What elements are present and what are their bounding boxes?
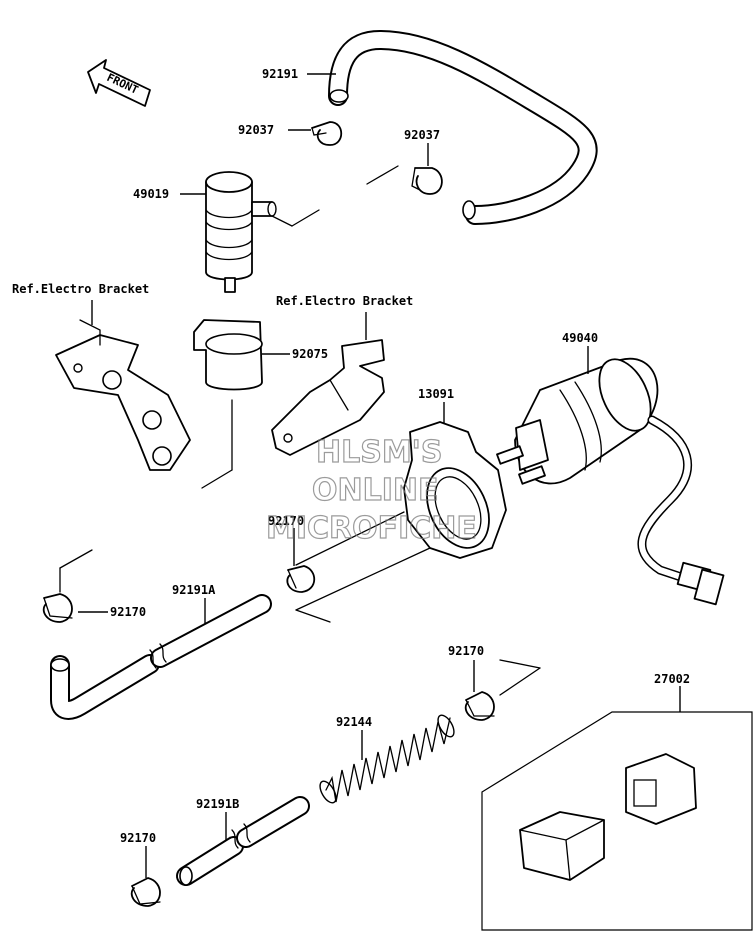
label-92170-right: 92170 — [448, 644, 484, 658]
label-92191B: 92191B — [196, 797, 239, 811]
label-92075: 92075 — [292, 347, 328, 361]
watermark-line-2: ONLINE — [312, 473, 439, 508]
fuel-pump-49040 — [496, 357, 725, 606]
front-arrow-icon: FRONT — [87, 59, 151, 107]
fuel-hose-92191A — [50, 594, 272, 720]
rubber-sleeve-92075 — [193, 319, 263, 391]
watermark-line-3: MICROFICHE — [266, 511, 477, 546]
label-92037-right: 92037 — [404, 128, 440, 142]
electro-bracket-center — [271, 339, 385, 456]
spring-92144 — [319, 714, 455, 804]
clamp-92170-left — [42, 593, 73, 623]
connector-kit-27002 — [481, 711, 753, 931]
label-ref-bracket-left: Ref.Electro Bracket — [12, 282, 149, 296]
electro-bracket-left — [55, 319, 191, 471]
label-92191A: 92191A — [172, 583, 216, 597]
fuel-hose-92191 — [328, 29, 598, 225]
fuel-filter-49019 — [205, 171, 277, 293]
label-49019: 49019 — [133, 187, 169, 201]
label-92144: 92144 — [336, 715, 372, 729]
clamp-92170-right — [464, 691, 495, 721]
label-92170-bottom: 92170 — [120, 831, 156, 845]
watermark: HLSM'S ONLINE MICROFICHE — [265, 434, 477, 546]
label-92191: 92191 — [262, 67, 298, 81]
label-27002: 27002 — [654, 672, 690, 686]
label-92170-center: 92170 — [268, 514, 304, 528]
label-92170-left: 92170 — [110, 605, 146, 619]
clamp-92037-left — [311, 121, 343, 146]
label-ref-bracket-center: Ref.Electro Bracket — [276, 294, 413, 308]
clamp-92170-bottom — [130, 877, 161, 907]
fuel-hose-92191B — [176, 796, 310, 886]
label-92037-left: 92037 — [238, 123, 274, 137]
clamp-92170-center — [286, 565, 316, 593]
label-13091: 13091 — [418, 387, 454, 401]
watermark-line-1: HLSM'S — [316, 435, 442, 470]
fuel-pump-holder-13091 — [403, 421, 507, 559]
label-49040: 49040 — [562, 331, 598, 345]
clamp-92037-right — [411, 167, 443, 195]
